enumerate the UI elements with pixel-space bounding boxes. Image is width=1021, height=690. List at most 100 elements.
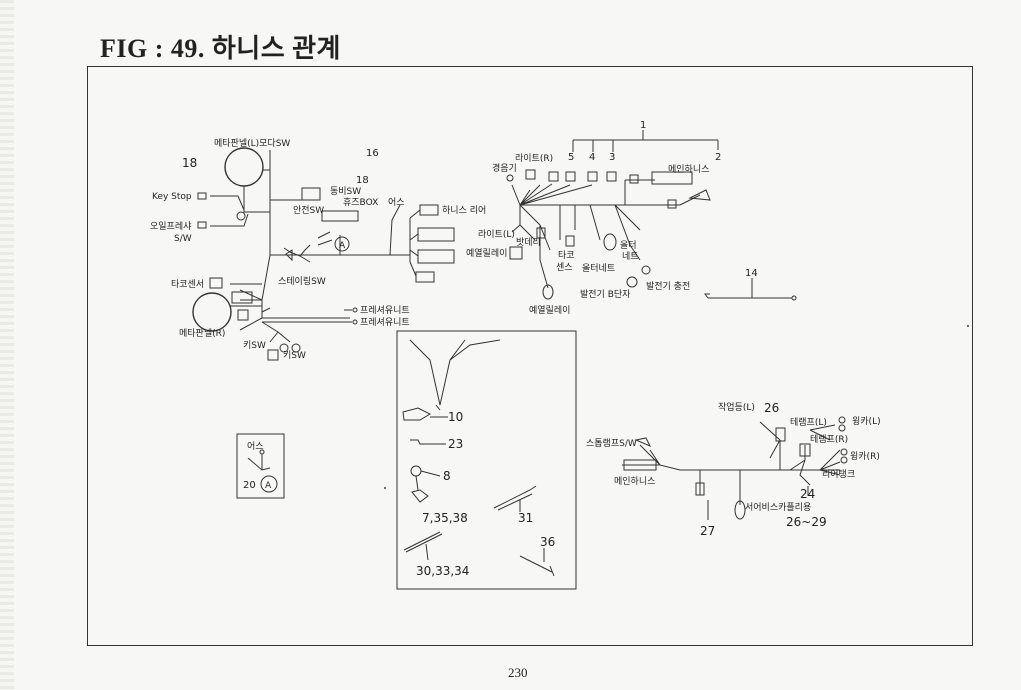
label-main-harness-top: 메인하니스 (668, 164, 709, 175)
label-ref-26-29: 26~29 (786, 515, 827, 529)
label-ref-24: 24 (800, 487, 815, 501)
generator-b-terminal (626, 276, 638, 288)
label-tacho-sense-2: 센스 (556, 262, 573, 273)
earth-detail-bolt (259, 449, 265, 455)
label-tail-lamp-l: 테램프(L) (790, 416, 827, 428)
label-meter-panel-l: 메타판넬(L)모다SW (214, 137, 290, 149)
ref-1-bracket (572, 130, 719, 152)
label-ref-10: 10 (448, 410, 463, 424)
winker-l-terminal-a (838, 416, 846, 424)
label-ref-8: 8 (443, 469, 451, 483)
label-harness-rear: 하니스 리어 (442, 205, 486, 216)
part-36-shape (519, 548, 555, 577)
label-meter-panel-r: 메타판넬(R) (179, 327, 225, 339)
power-sw-connector (301, 187, 321, 201)
tail-lamp-l-shape (775, 427, 786, 442)
label-pressure-unit-1: 프레셔유니트 (360, 305, 410, 316)
light-r-connector-b (548, 171, 559, 182)
rear-main-harness-plug (623, 459, 657, 471)
connector-block-1 (417, 227, 455, 242)
page-number: 230 (508, 665, 528, 680)
circle-a-marker (334, 236, 350, 252)
tacho-sensor-shape (209, 277, 223, 289)
label-key-sw-1: 키SW (243, 340, 266, 351)
label-key-sw-2: 키SW (283, 350, 306, 361)
label-winker-r: 윙카(R) (850, 451, 880, 462)
main-harness-conn-b (667, 199, 677, 209)
oil-switch-connector (236, 211, 246, 221)
detail-bracket-drawing (409, 339, 501, 411)
label-light-r: 라이트(R) (515, 153, 553, 164)
key-sw-connector-b (279, 343, 289, 353)
battery-connector (536, 227, 546, 239)
label-ref-1: 1 (640, 120, 646, 131)
label-circle-a: A (339, 241, 346, 251)
key-sw-connector-c (291, 343, 301, 353)
service-coupler-shape (734, 500, 746, 520)
oil-pressure-connector (197, 221, 207, 229)
horn-terminal (506, 174, 514, 182)
left-wire-lines (210, 150, 411, 343)
label-generator-b: 발전기 B단자 (580, 289, 631, 300)
part-7-shape (411, 470, 441, 503)
rear-leaders (707, 486, 809, 520)
label-ref-27: 27 (700, 524, 715, 538)
label-ref-7-35-38: 7,35,38 (422, 511, 468, 525)
label-ref-5: 5 (568, 152, 574, 163)
ref-27-connector (695, 482, 705, 496)
main-harness-plug (651, 171, 693, 185)
label-preheat-relay-2: 예열릴레이 (529, 305, 570, 316)
label-horn: 경음기 (492, 162, 517, 174)
earth-circle-a (260, 475, 278, 493)
harness-rear-connector (419, 204, 439, 216)
winker-r-terminal-a (840, 448, 848, 456)
label-alternator-3: 올터네트 (582, 263, 615, 274)
figure-title: FIG : 49. 하니스 관계 (100, 34, 341, 63)
part-8-shape (410, 465, 422, 477)
label-ref-20: 20 (243, 480, 256, 491)
label-ref-18a: 18 (182, 156, 197, 170)
label-ref-31: 31 (518, 511, 533, 525)
label-oil-pressure: 오일프레샤 (150, 221, 191, 232)
connector-block-3 (415, 271, 435, 283)
meter-panel-l-shape (224, 147, 264, 187)
label-ref-14: 14 (745, 268, 758, 279)
meter-panel-r-shape (192, 292, 232, 332)
key-stop-connector (197, 192, 207, 200)
label-alternator-2: 네트 (622, 251, 639, 262)
main-harness-conn-a (629, 174, 639, 184)
key-sw-connector-a (267, 349, 279, 361)
label-ref-26: 26 (764, 401, 779, 415)
label-preheat-relay-1: 예열릴레이 (466, 248, 507, 259)
pressure-unit-terminal-1 (352, 307, 358, 313)
meter-r-connector (237, 309, 249, 321)
label-power-sw: 동비SW (330, 186, 361, 197)
label-safety-sw: 안전SW (293, 205, 324, 216)
ref-14-end (791, 295, 797, 301)
label-oil-sw: S/W (174, 234, 192, 244)
steering-sw-shape (285, 249, 293, 262)
connector-block-2 (417, 249, 455, 264)
label-ref-30-33-34: 30,33,34 (416, 564, 469, 578)
label-pressure-unit-2: 프레셔유니트 (360, 317, 410, 328)
label-fuse-box: 휴즈BOX (343, 197, 378, 208)
scan-dot-2 (384, 487, 386, 489)
label-main-harness-bottom: 메인하니스 (614, 476, 655, 487)
label-battery: 밧데리 (516, 237, 541, 248)
part-30-shape (403, 531, 443, 561)
ref-4-connector (587, 171, 598, 182)
main-harness-lines (511, 179, 701, 289)
label-steering-sw: 스테이링SW (278, 275, 326, 287)
label-earth-a: A (265, 481, 272, 491)
label-tacho-sensor: 타코센서 (171, 279, 204, 290)
pressure-unit-terminal-2 (352, 319, 358, 325)
scan-dot-1 (967, 325, 969, 327)
label-tacho-sense: 타코 (558, 250, 575, 261)
left-branch-lines (230, 231, 333, 313)
right-end-leads (409, 209, 421, 277)
label-rear-tank: 리어탱크 (822, 469, 855, 480)
label-key-stop: Key Stop (152, 192, 192, 202)
parts-detail-box (396, 330, 577, 590)
diagram-frame (87, 66, 973, 646)
winker-r-terminal-b (840, 456, 848, 464)
